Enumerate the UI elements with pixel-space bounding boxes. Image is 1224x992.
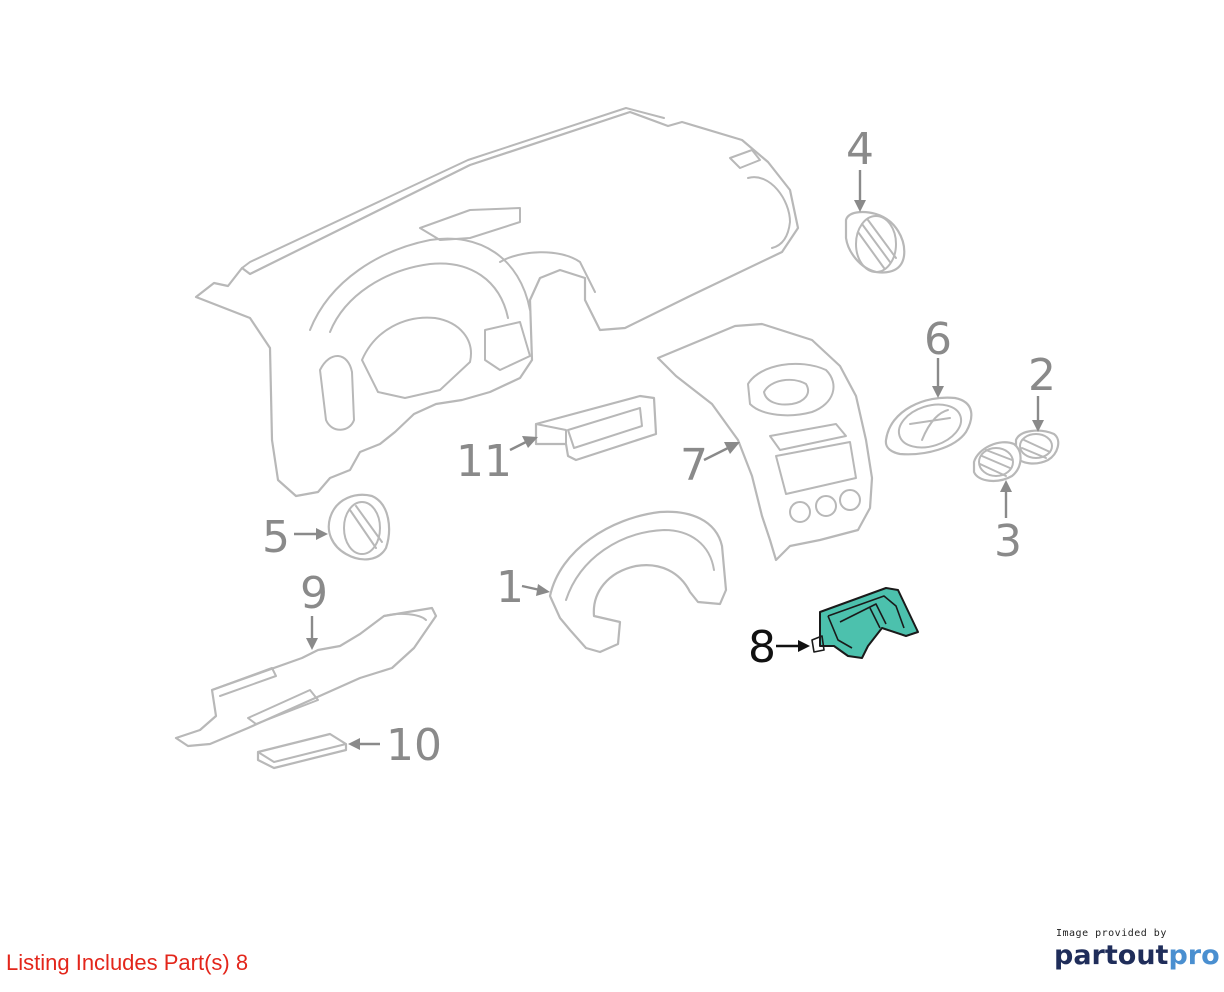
credit-caption: Image provided by xyxy=(1056,928,1167,939)
part-2-vent xyxy=(1014,429,1060,465)
callout-10: 10 xyxy=(386,720,442,771)
callout-8: 8 xyxy=(748,622,776,673)
callout-2: 2 xyxy=(1028,350,1056,401)
callout-6: 6 xyxy=(924,314,952,365)
part-9-glove-box-frame xyxy=(174,606,438,748)
part-5-vent xyxy=(327,493,391,561)
part-6-vent xyxy=(884,396,973,456)
part-11-pocket xyxy=(534,394,658,462)
part-8-bracket xyxy=(811,587,919,659)
part-1-cluster-hood xyxy=(548,510,728,654)
callout-11: 11 xyxy=(456,436,512,487)
listing-includes-text: Listing Includes Part(s) 8 xyxy=(6,950,249,975)
callout-4: 4 xyxy=(846,124,874,175)
callout-numbers: 1 2 3 4 5 6 7 8 9 10 11 xyxy=(262,124,1056,771)
callout-1: 1 xyxy=(496,562,524,613)
callout-9: 9 xyxy=(300,568,328,619)
callout-7: 7 xyxy=(680,440,708,491)
part-4-vent xyxy=(844,210,906,274)
part-3-vent xyxy=(972,441,1022,482)
callout-5: 5 xyxy=(262,512,290,563)
part-7-center-bezel xyxy=(656,322,874,562)
partoutpro-logo: partoutpro xyxy=(1054,940,1220,971)
callout-leaders xyxy=(294,170,1044,750)
logo-word-1: partout xyxy=(1054,940,1169,971)
image-credit: Image provided by partoutpro xyxy=(1054,928,1220,971)
logo-word-2: pro xyxy=(1168,940,1220,971)
callout-3: 3 xyxy=(994,516,1022,567)
part-10-plate xyxy=(256,732,348,770)
instrument-panel xyxy=(194,107,800,498)
